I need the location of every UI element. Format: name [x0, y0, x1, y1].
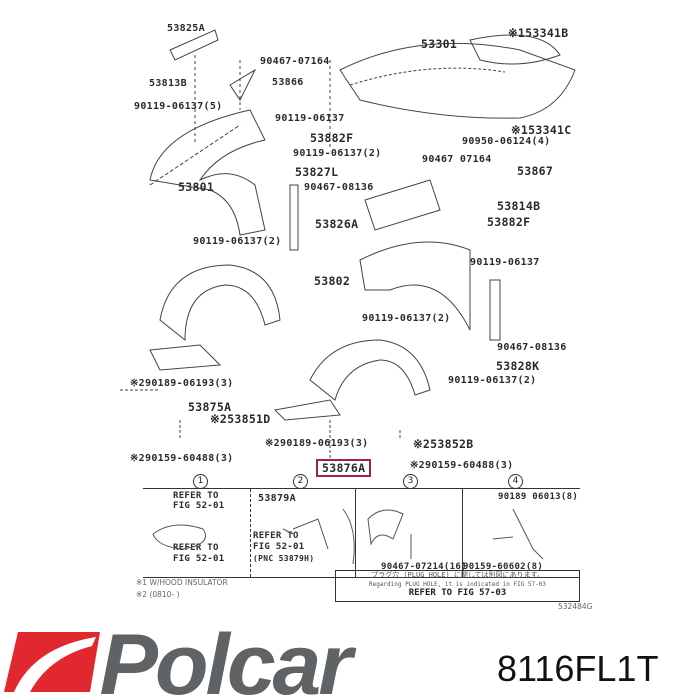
detail-text: FIG 52-01 [253, 542, 305, 552]
table-divider [355, 489, 356, 577]
hood-inner [349, 67, 506, 86]
part-label: 53866 [272, 77, 304, 88]
detail-text: 90189 06013(8) [498, 492, 579, 502]
liner-right [309, 339, 431, 401]
part-label: 53882F [310, 131, 354, 145]
detail-text: 53879A [258, 493, 296, 504]
exploded-view-drawing [120, 29, 576, 460]
seal-top [169, 29, 219, 61]
detail-text: 90159-60602(8) [463, 562, 544, 572]
part-label: 53801 [178, 180, 215, 194]
part-label: ※290159-60488(3) [130, 453, 234, 464]
part-label: 90467-07164 [260, 56, 330, 67]
note-reference: REFER TO FIG 57-03 [408, 588, 507, 598]
callout-2: 2 [293, 474, 308, 489]
part-label: 90119-06137(2) [362, 313, 451, 324]
fender-right [359, 241, 471, 331]
bracket-53828K [489, 279, 501, 341]
part-label: ※290159-60488(3) [410, 460, 514, 471]
part-label: 90467 07164 [422, 154, 492, 165]
part-number: 8116FL1T [497, 648, 659, 689]
part-label: 53301 [421, 37, 458, 51]
bracket-53827L [289, 184, 299, 251]
part-label: 53828K [496, 359, 540, 373]
part-label: ※253852B [413, 437, 474, 451]
bracket-53866 [229, 68, 257, 101]
part-label: 90119-06137 [275, 113, 345, 124]
fender-right-bracket [364, 179, 441, 231]
liner-left-flap [149, 344, 222, 371]
detail-text: REFER TO [173, 543, 219, 553]
part-label: 53813B [149, 78, 187, 89]
part-label: ※153341C [511, 123, 572, 137]
hood-outline [339, 42, 576, 119]
part-label: ※290189-06193(3) [130, 378, 234, 389]
table-divider [462, 489, 463, 577]
part-label: ※153341B [508, 26, 569, 40]
part-label: 53882F [487, 215, 531, 229]
callout-4: 4 [508, 474, 523, 489]
part-label: 90467-08136 [497, 342, 567, 353]
leader-lines [120, 389, 401, 460]
figure-code: 532484G [558, 602, 593, 611]
part-label: 90119-06137(2) [448, 375, 537, 386]
brand-name: Polcar [99, 617, 353, 700]
detail-sketches [152, 508, 544, 565]
guide-lines [194, 55, 331, 150]
polcar-logo-mark [4, 632, 100, 692]
fender-left-rail [149, 124, 241, 186]
part-label: 90950-06124(4) [462, 136, 551, 147]
footnote: ※2 (0810- ) [136, 590, 180, 599]
detail-text: REFER TO [173, 491, 219, 501]
fender-left [149, 109, 266, 236]
part-label: 53802 [314, 274, 351, 288]
part-label: 90119-06137(5) [134, 101, 223, 112]
table-divider [250, 489, 251, 577]
detail-text: FIG 52-01 [173, 501, 225, 511]
callout-1: 1 [193, 474, 208, 489]
detail-text: REFER TO [253, 531, 299, 541]
detail-text: FIG 52-01 [173, 554, 225, 564]
detail-text: 90467-07214(16) [381, 562, 467, 572]
part-label: ※253851D [210, 412, 271, 426]
part-label: 90119-06137(2) [193, 236, 282, 247]
liner-left [159, 264, 281, 342]
callout-3: 3 [403, 474, 418, 489]
note-line-en: Regarding PLUG HOLE, it is indicated in … [368, 581, 546, 588]
part-label: 53825A [167, 23, 205, 34]
part-label: 53826A [315, 217, 359, 231]
note-line-jp: プラグ穴 (PLUG HOLE) に関しては別図にあります。 [371, 571, 544, 579]
footnote: ※1 W/HOOD INSULATOR [136, 578, 228, 587]
part-label: 53875A [188, 400, 232, 414]
detail-table: REFER TO FIG 52-01 REFER TO FIG 52-01 53… [143, 488, 580, 578]
hood-insulator [469, 34, 561, 65]
part-label: 53827L [295, 165, 339, 179]
part-label: ※290189-06193(3) [265, 438, 369, 449]
part-label: 53814B [497, 199, 541, 213]
plug-hole-note: プラグ穴 (PLUG HOLE) に関しては別図にあります。 Regarding… [335, 570, 580, 602]
part-label: 53867 [517, 164, 554, 178]
highlighted-part-label[interactable]: 53876A [316, 459, 372, 477]
part-label: 90119-06137(2) [293, 148, 382, 159]
detail-text: (PNC 53879H) [253, 554, 315, 563]
liner-right-flap [273, 399, 341, 421]
part-label: 90119-06137 [470, 257, 540, 268]
part-label: 90467-08136 [304, 182, 374, 193]
